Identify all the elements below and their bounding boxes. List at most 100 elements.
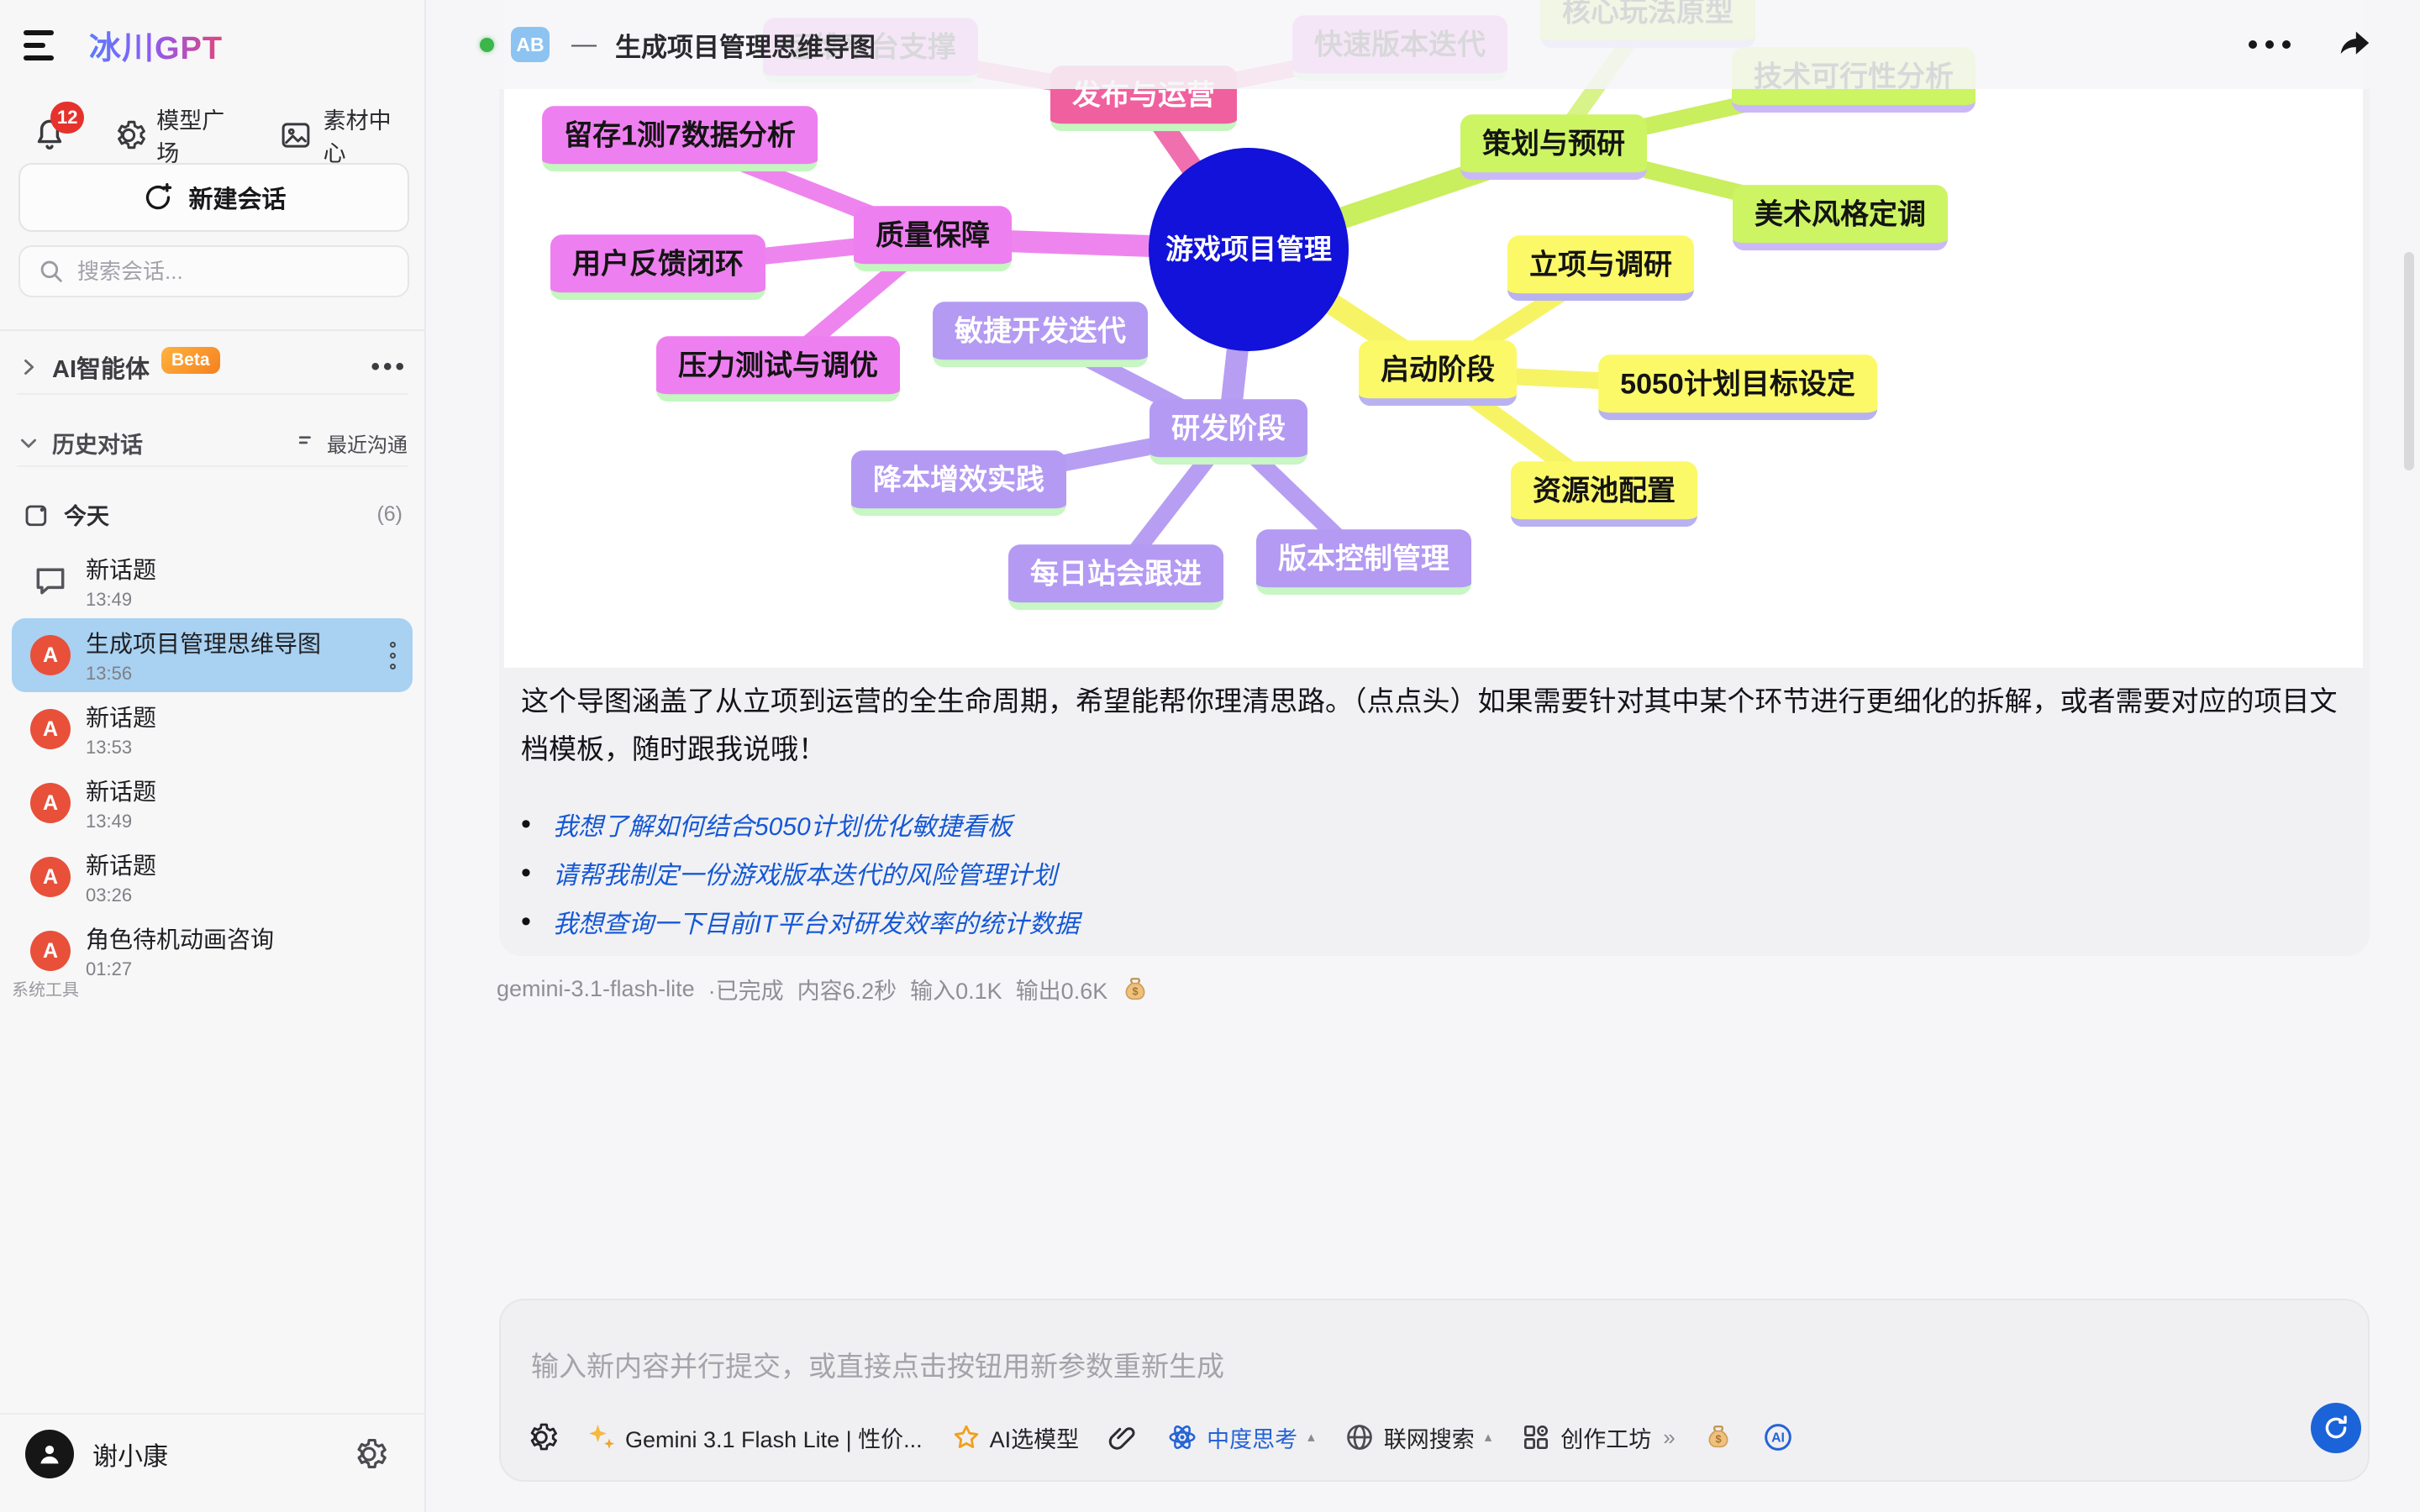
chat-item-time: 01:27 (86, 958, 133, 979)
sidebar-group-today[interactable]: 今天 (6) (22, 496, 402, 533)
chat-item-title: 新话题 (86, 779, 157, 805)
chat-list-item-2[interactable]: A 新话题 13:53 (12, 692, 413, 766)
conversation-header: AB — 生成项目管理思维导图 (426, 0, 2420, 89)
chevron-right-icon (17, 355, 40, 379)
history-sort-button[interactable]: 最近沟通 (295, 428, 408, 458)
bullet-dot: • (521, 808, 531, 840)
history-sort-label: 最近沟通 (327, 433, 408, 457)
sidebar: 冰川GPT 12 模型广场 素材中心 (0, 0, 426, 1512)
chat-item-title: 新话题 (86, 557, 157, 583)
search-input[interactable] (77, 258, 391, 285)
globe-icon (1344, 1421, 1376, 1453)
chat-item-time: 13:53 (86, 737, 133, 758)
composer-tool-sparkles[interactable]: Gemini 3.1 Flash Lite | 性价... (587, 1421, 923, 1454)
message-meta: gemini-3.1-flash-lite ·已完成 内容6.2秒 输入0.1K… (497, 973, 1150, 1005)
ai-agents-label: AI智能体 (52, 356, 150, 383)
chat-item-icon: A (30, 857, 71, 897)
chat-item-title: 新话题 (86, 853, 157, 879)
regenerate-send-button[interactable] (2311, 1403, 2361, 1453)
search-icon (37, 257, 66, 286)
sidebar-item-model-plaza[interactable]: 模型广场 (111, 102, 237, 168)
chat-item-time: 13:49 (86, 811, 133, 832)
composer-tool-paperclip[interactable] (1107, 1422, 1138, 1452)
user-name: 谢小康 (92, 1443, 168, 1471)
chat-list-item-0[interactable]: 新话题 13:49 (12, 544, 413, 618)
gear-icon (111, 118, 146, 153)
suggestion-link-0[interactable]: 我想了解如何结合5050计划优化敏捷看板 (552, 813, 1013, 841)
mindmap-node-dev: 研发阶段 (1150, 399, 1307, 465)
sidebar-section-history[interactable]: 历史对话 最近沟通 (17, 420, 408, 467)
user-avatar[interactable] (25, 1430, 74, 1478)
notifications-button[interactable]: 12 (30, 102, 85, 157)
grid-icon (1520, 1421, 1552, 1453)
chat-item-title: 生成项目管理思维导图 (86, 631, 322, 657)
notification-count-badge: 12 (50, 102, 85, 134)
mindmap-node-pool: 资源池配置 (1511, 461, 1697, 527)
mindmap-image: 运维平台支撑快速版本迭代核心玩法原型技术可行性分析发布与运营留存1测7数据分析策… (504, 0, 2363, 668)
header-separator: — (571, 30, 597, 58)
tool-label: 中度思考 (1207, 1426, 1298, 1452)
tool-label: 创作工坊 (1560, 1426, 1652, 1452)
search-box[interactable] (18, 245, 409, 297)
composer-tool-moneybag[interactable]: $ (1704, 1423, 1733, 1452)
suggestion-item: • 请帮我制定一份游戏版本迭代的风险管理计划 (521, 848, 2348, 897)
chat-list-item-5[interactable]: A 角色待机动画咨询 01:27 (12, 914, 413, 988)
share-icon[interactable] (2336, 26, 2373, 63)
composer-tool-grid[interactable]: 创作工坊 » (1520, 1421, 1676, 1454)
moneybag-icon: $ (1121, 975, 1150, 1004)
composer-tool-ai-badge[interactable]: AI (1761, 1420, 1795, 1454)
chat-item-title: 新话题 (86, 705, 157, 731)
chat-item-icon: A (30, 709, 71, 749)
sidebar-section-ai-agents[interactable]: AI智能体 Beta ••• (17, 346, 408, 395)
ai-badge-icon: AI (1761, 1420, 1795, 1454)
mindmap-node-vcs: 版本控制管理 (1256, 529, 1471, 595)
mindmap-node-art: 美术风格定调 (1733, 185, 1948, 250)
header-more-icon[interactable] (2249, 40, 2291, 49)
composer-tool-gear[interactable] (524, 1420, 558, 1454)
scrollbar-thumb[interactable] (2404, 252, 2414, 470)
chat-item-menu-icon[interactable] (387, 638, 399, 673)
composer-tool-atom[interactable]: 中度思考▴ (1166, 1421, 1315, 1454)
beta-badge: Beta (161, 347, 220, 374)
mindmap-node-cost: 降本增效实践 (851, 450, 1066, 516)
settings-gear-icon[interactable] (350, 1436, 387, 1473)
sparkles-icon (587, 1422, 617, 1452)
user-footer: 谢小康 (0, 1413, 424, 1494)
mindmap-node-retain: 留存1测7数据分析 (542, 106, 818, 171)
chat-list-item-1[interactable]: A 生成项目管理思维导图 13:56 (12, 618, 413, 692)
assistant-paragraph: 这个导图涵盖了从立项到运营的全生命周期，希望能帮你理清思路。（点点头）如果需要针… (521, 685, 2338, 764)
sidebar-item-asset-center[interactable]: 素材中心 (278, 102, 404, 168)
gear-icon (524, 1420, 558, 1454)
suggestion-list: • 我想了解如何结合5050计划优化敏捷看板 • 请帮我制定一份游戏版本迭代的风… (521, 800, 2348, 946)
refresh-icon (2322, 1414, 2350, 1442)
sort-icon (295, 430, 320, 455)
sidebar-item-label: 素材中心 (323, 108, 392, 166)
history-label: 历史对话 (52, 432, 143, 458)
mindmap-node-feedback: 用户反馈闭环 (550, 234, 765, 300)
suggestion-link-1[interactable]: 请帮我制定一份游戏版本迭代的风险管理计划 (552, 862, 1057, 890)
chevron-down-icon (17, 431, 40, 454)
chat-list-item-4[interactable]: A 新话题 03:26 (12, 840, 413, 914)
composer-tool-star[interactable]: AI选模型 (951, 1421, 1079, 1454)
agents-more-icon[interactable]: ••• (371, 353, 408, 381)
chat-item-time: 13:56 (86, 663, 133, 684)
mindmap-node-goal: 5050计划目标设定 (1598, 354, 1877, 420)
main-area: 运维平台支撑快速版本迭代核心玩法原型技术可行性分析发布与运营留存1测7数据分析策… (426, 0, 2420, 1512)
conversation-title: 生成项目管理思维导图 (615, 32, 876, 62)
tool-suffix: » (1663, 1424, 1676, 1450)
composer: Gemini 3.1 Flash Lite | 性价... AI选模型 中度思考▴ 联… (499, 1299, 2370, 1482)
suggestion-link-2[interactable]: 我想查询一下目前IT平台对研发效率的统计数据 (552, 911, 1080, 938)
chat-item-title: 角色待机动画咨询 (86, 927, 275, 953)
folder-copy-icon (22, 499, 52, 529)
hamburger-menu-icon[interactable] (24, 27, 67, 64)
assistant-message: 运维平台支撑快速版本迭代核心玩法原型技术可行性分析发布与运营留存1测7数据分析策… (499, 0, 2370, 956)
input-tokens: 输入0.1K (910, 979, 1002, 1004)
composer-tool-globe[interactable]: 联网搜索▴ (1344, 1421, 1491, 1454)
agent-avatar: A (30, 931, 71, 971)
message-input[interactable] (531, 1344, 2212, 1403)
chat-list-item-3[interactable]: A 新话题 13:49 (12, 766, 413, 840)
bullet-dot: • (521, 906, 531, 937)
new-chat-button[interactable]: 新建会话 (18, 163, 409, 232)
chat-item-time: 03:26 (86, 885, 133, 906)
